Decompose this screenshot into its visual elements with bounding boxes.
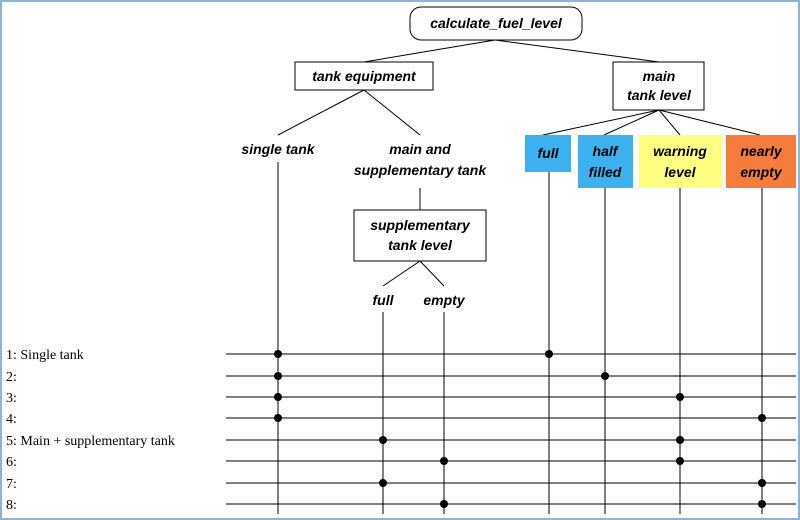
option-main-supp-line-2: supplementary tank — [354, 162, 487, 178]
row-label-1: 1: Single tank — [6, 348, 84, 363]
dot-row6-main-warning — [676, 457, 684, 465]
dot-row5-supp-full — [379, 436, 387, 444]
root-node: calculate_fuel_level — [409, 6, 583, 41]
row-label-6: 6: — [6, 455, 17, 470]
row-label-5: 5: Main + supplementary tank — [6, 434, 175, 449]
option-supp-full: full — [373, 292, 395, 308]
connector-supplevel-empty — [419, 260, 445, 287]
option-main-nearly-box — [726, 135, 796, 188]
option-main-half: half filled — [578, 135, 633, 188]
dot-row7-supp-full — [379, 479, 387, 487]
row-label-3: 3: — [6, 391, 17, 406]
connector-mainlevel-warning — [658, 109, 681, 136]
row-labels: 1: Single tank 2: 3: 4: 5: Main + supple… — [6, 348, 175, 513]
supplementary-tank-level-node: supplementary tank level — [353, 209, 487, 262]
tank-equipment-label: tank equipment — [312, 68, 417, 84]
option-main-nearly-empty: nearly empty — [726, 135, 796, 188]
option-main-full: full — [525, 135, 571, 172]
root-node-box — [409, 6, 583, 41]
dot-row3-single — [274, 393, 282, 401]
option-main-supp-line-1: main and — [389, 141, 451, 157]
option-main-nearly-label-2: empty — [740, 164, 782, 180]
supplementary-tank-level-label-1: supplementary — [370, 217, 471, 233]
option-main-warning-label-2: level — [664, 164, 696, 180]
row-label-8: 8: — [6, 498, 17, 513]
dot-row7-main-nearly — [758, 479, 766, 487]
selection-dots — [274, 350, 766, 508]
option-supp-empty: empty — [423, 292, 465, 308]
dot-row2-main-half — [601, 372, 609, 380]
dot-row2-single — [274, 372, 282, 380]
connector-equipment-single — [277, 89, 365, 136]
dot-row6-supp-empty — [440, 457, 448, 465]
row-label-7: 7: — [6, 477, 17, 492]
tank-equipment-box — [294, 61, 434, 91]
root-node-label: calculate_fuel_level — [430, 15, 563, 31]
supplementary-tank-level-box — [353, 209, 487, 262]
connector-root-equipment — [363, 39, 496, 63]
option-single-tank: single tank — [241, 141, 315, 157]
option-main-half-label-1: half — [593, 143, 619, 159]
option-main-half-box — [578, 135, 633, 188]
main-tank-level-label-2: tank level — [627, 87, 692, 103]
main-tank-level-label-1: main — [643, 68, 676, 84]
main-tank-level-node: main tank level — [612, 61, 705, 111]
connector-mainlevel-half — [603, 109, 660, 136]
dot-row8-supp-empty — [440, 500, 448, 508]
row-lines — [226, 353, 796, 505]
dot-row4-single — [274, 414, 282, 422]
supplementary-tank-level-label-2: tank level — [388, 237, 453, 253]
option-main-full-label: full — [538, 145, 560, 161]
main-tank-level-box — [612, 61, 705, 111]
tree-connectors — [277, 39, 761, 287]
option-main-warning-box — [639, 135, 722, 188]
option-main-warning-label-1: warning — [653, 143, 707, 159]
connector-mainlevel-nearly — [658, 109, 761, 136]
connector-root-mainlevel — [494, 39, 660, 63]
option-main-nearly-label-1: nearly — [740, 143, 782, 159]
connector-supplevel-full — [382, 260, 421, 287]
dot-row3-main-warning — [676, 393, 684, 401]
dot-row1-main-full — [545, 350, 553, 358]
connector-equipment-mainsupp — [363, 89, 421, 136]
connector-mainlevel-full — [542, 109, 660, 136]
option-main-half-label-2: filled — [589, 164, 622, 180]
row-label-4: 4: — [6, 412, 17, 427]
dot-row8-main-nearly — [758, 500, 766, 508]
option-main-warning: warning level — [639, 135, 722, 188]
tank-equipment-node: tank equipment — [294, 61, 434, 91]
row-label-2: 2: — [6, 370, 17, 385]
dot-row5-main-warning — [676, 436, 684, 444]
dot-row1-single — [274, 350, 282, 358]
option-main-full-box — [525, 135, 571, 172]
dot-row4-main-nearly — [758, 414, 766, 422]
